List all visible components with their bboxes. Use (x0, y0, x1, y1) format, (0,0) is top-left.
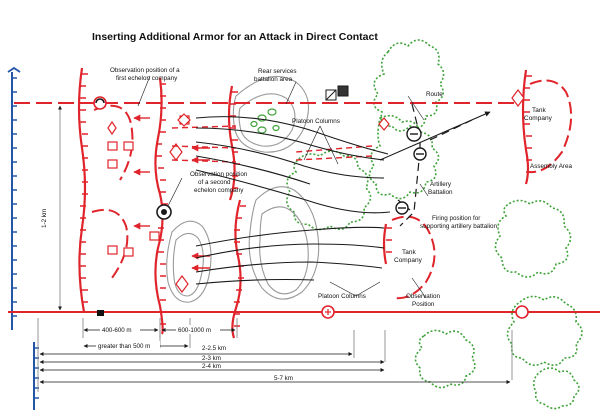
label-2-2-5: 2-2.5 km (202, 345, 226, 352)
label-tank-company-right-1: Tank (532, 107, 546, 114)
movement-routes (195, 111, 491, 285)
label-5-7: 5-7 km (274, 375, 293, 382)
label-400-600: 400-600 m (102, 327, 132, 334)
friendly-lines (77, 67, 532, 339)
label-observation-2: Position (412, 301, 435, 308)
label-firing-2: supporting artillery battalion (420, 223, 498, 230)
label-assembly-area: Assembly Area (530, 163, 572, 170)
label-route: Route (426, 91, 443, 98)
label-obs-first-1: Observation position of a (110, 67, 180, 74)
label-2-3: 2-3 km (202, 355, 221, 362)
label-tank-company-center-1: Tank (402, 249, 416, 256)
dimension-lines (37, 105, 513, 392)
label-tank-company-right-2: Company (524, 115, 553, 122)
battalion-areas (166, 75, 320, 303)
control-points (93, 96, 529, 319)
artillery-symbols (395, 126, 427, 215)
label-artillery-2: Battalion (428, 189, 453, 196)
label-obs-second-1: Observation position (190, 171, 248, 178)
label-obs-second-2: of a second (198, 179, 231, 186)
observation-post-symbol (156, 204, 172, 220)
label-artillery-1: Artillery (430, 181, 452, 188)
rear-services-icons (325, 85, 349, 101)
label-greater-500: greater than 500 m (98, 343, 150, 350)
label-2-4: 2-4 km (202, 363, 221, 370)
distance-labels: 400-600 m 600-1000 m greater than 500 m … (96, 325, 293, 382)
label-firing-1: Firing position for (432, 215, 480, 222)
diagram-title: Inserting Additional Armor for an Attack… (92, 31, 378, 43)
artillery-routes (397, 103, 473, 227)
label-rear-1: Rear services (258, 68, 297, 75)
label-obs-second-3: echelon company (194, 187, 244, 194)
enemy-positions (7, 66, 39, 410)
label-platoon-columns-top: Platoon Columns (292, 118, 340, 125)
label-observation-1: Observation (406, 293, 440, 300)
label-leaders (137, 75, 429, 299)
label-tank-company-center-2: Company (394, 257, 423, 264)
label-vertical-range: 1-2 km (41, 209, 48, 228)
label-obs-first-2: first echelon company (116, 75, 178, 82)
tank-company-areas (91, 79, 573, 300)
diagram-labels: Observation position of a first echelon … (41, 67, 572, 308)
label-platoon-columns-bottom: Platoon Columns (318, 293, 366, 300)
label-rear-2: battalion area (254, 76, 293, 83)
label-600-1000: 600-1000 m (178, 327, 211, 334)
